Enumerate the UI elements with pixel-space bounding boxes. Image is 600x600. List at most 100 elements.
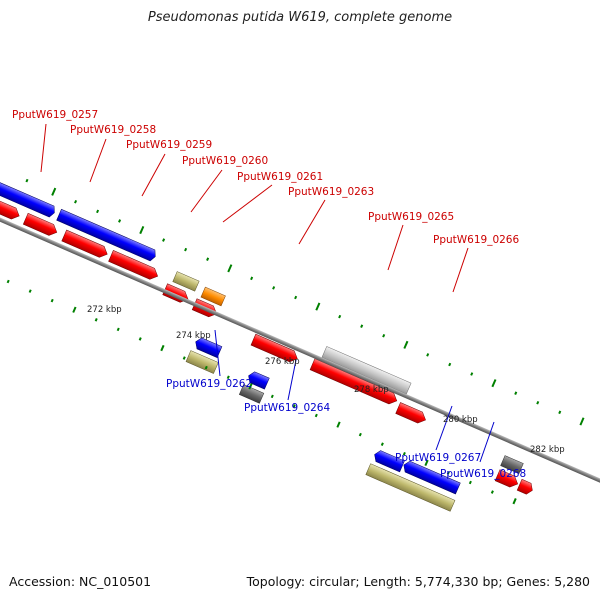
scale-labels: 272 kbp 274 kbp 276 kbp 278 kbp 280 kbp …: [87, 305, 565, 455]
leader-line: [479, 421, 495, 463]
scale-label: 276 kbp: [265, 357, 300, 367]
gene-arrow: [22, 212, 58, 236]
scale-label: 282 kbp: [530, 445, 565, 455]
tick-mark: [139, 225, 145, 235]
gene-label-0265[interactable]: PputW619_0265: [368, 211, 454, 223]
leader-line: [435, 405, 453, 451]
gene-0264-box: [238, 384, 265, 404]
outer-strand-genes: [0, 181, 156, 262]
accession-text: Accession: NC_010501: [9, 574, 152, 589]
scale-label: 278 kbp: [354, 385, 389, 395]
leader-line: [89, 138, 107, 183]
tick-mark: [96, 209, 100, 214]
leader-line: [214, 329, 221, 377]
gene-0265-box: [321, 346, 412, 395]
scale-label: 280 kbp: [443, 415, 478, 425]
gene-label-0260[interactable]: PputW619_0260: [182, 155, 268, 167]
tick-mark: [470, 372, 474, 376]
gene-label-0261[interactable]: PputW619_0261: [237, 171, 323, 183]
tick-mark: [294, 295, 298, 300]
gene-label-0266[interactable]: PputW619_0266: [433, 234, 519, 246]
tick-mark: [314, 413, 318, 418]
gene-0262-box: [185, 350, 219, 374]
tick-mark: [28, 289, 32, 293]
tick-mark: [270, 394, 274, 399]
gene-0267-box: [365, 463, 456, 512]
tick-mark: [358, 432, 362, 437]
gene-label-0257[interactable]: PputW619_0257: [12, 109, 98, 121]
top-gene-labels: PputW619_0257 PputW619_0258 PputW619_025…: [12, 109, 519, 246]
tick-mark: [336, 421, 341, 428]
tick-mark: [162, 238, 166, 242]
genome-backbone: [0, 198, 600, 506]
tick-mark: [292, 404, 296, 408]
gene-0266-arrow: [395, 402, 426, 424]
tick-mark: [448, 362, 452, 367]
tick-mark: [536, 400, 540, 405]
tick-mark: [446, 471, 450, 475]
map-title: Pseudomonas putida W619, complete genome: [147, 10, 453, 25]
gene-0257-arrow: [0, 181, 55, 218]
gene-arrow: [0, 196, 20, 220]
leader-line: [222, 184, 273, 223]
gene-0258-arrow: [56, 208, 156, 262]
tick-mark: [338, 314, 342, 319]
gene-label-0263[interactable]: PputW619_0263: [288, 186, 374, 198]
leader-line: [452, 247, 469, 293]
gene-arrow: [61, 229, 108, 258]
tick-mark: [514, 391, 518, 395]
gene-arrow: [516, 478, 533, 495]
gene-label-0267[interactable]: PputW619_0267: [395, 452, 481, 464]
tick-mark: [402, 452, 406, 456]
tick-mark: [227, 264, 233, 273]
tick-mark: [118, 219, 122, 223]
gene-0260-box: [200, 286, 226, 307]
tick-mark: [74, 200, 78, 204]
tick-mark: [184, 247, 188, 252]
tick-mark: [206, 257, 210, 261]
bottom-label-leaders: [214, 329, 495, 463]
gene-label-0264[interactable]: PputW619_0264: [244, 402, 330, 414]
leader-line: [287, 359, 297, 401]
tick-mark: [558, 410, 562, 415]
tick-mark: [403, 340, 409, 349]
bottom-gene-labels: PputW619_0262 PputW619_0264 PputW619_026…: [166, 378, 526, 480]
tick-mark: [424, 459, 429, 467]
gene-0263-arrow: [250, 333, 298, 363]
gene-label-0268[interactable]: PputW619_0268: [440, 468, 526, 480]
forward-strand-genes: [0, 196, 533, 495]
tick-mark: [204, 365, 208, 370]
tick-mark: [490, 490, 494, 494]
gene-arrow: [494, 469, 519, 488]
tick-mark: [380, 442, 384, 446]
gene-0267-arrow: [374, 450, 405, 473]
leader-line: [387, 224, 404, 271]
leader-line: [190, 169, 223, 213]
gene-label-0262[interactable]: PputW619_0262: [166, 378, 252, 390]
tick-mark: [6, 279, 10, 284]
tick-mark: [315, 302, 321, 311]
gene-label-0259[interactable]: PputW619_0259: [126, 139, 212, 151]
outer-tick-row: [25, 178, 585, 426]
scale-label: 274 kbp: [176, 331, 211, 341]
gene-label-0258[interactable]: PputW619_0258: [70, 124, 156, 136]
gene-0264-arrow: [248, 371, 270, 390]
gene-0268-arrow: [403, 460, 461, 495]
inner-tick-row: [6, 279, 517, 505]
tick-mark: [360, 324, 364, 328]
tick-mark: [182, 356, 186, 360]
tick-mark: [51, 187, 57, 196]
tick-mark: [116, 327, 120, 332]
tick-mark: [382, 333, 386, 338]
reverse-strand-genes: [185, 337, 461, 512]
gene-0259-box: [172, 271, 200, 292]
tick-mark: [160, 344, 165, 352]
tick-mark: [491, 379, 497, 388]
tick-mark: [512, 498, 517, 505]
gene-arrow: [309, 358, 398, 405]
leader-line: [40, 123, 47, 173]
scale-label: 272 kbp: [87, 305, 122, 315]
tick-mark: [272, 286, 276, 290]
tick-mark: [426, 353, 430, 357]
